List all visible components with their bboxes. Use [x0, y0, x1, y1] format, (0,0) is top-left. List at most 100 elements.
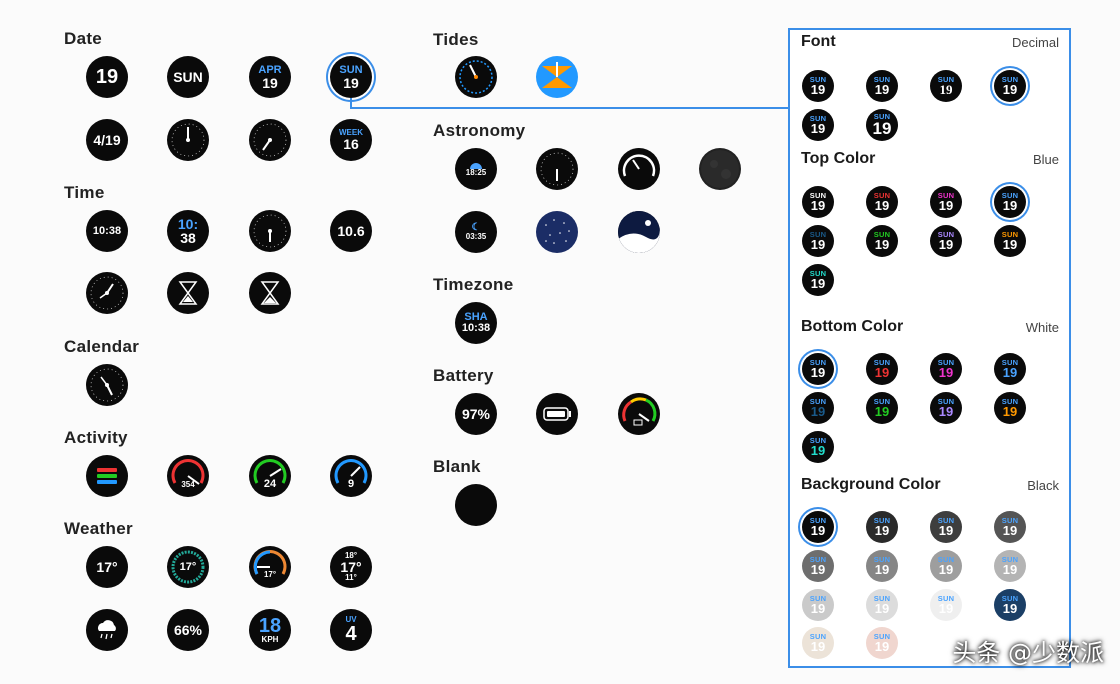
complication-astronomy-arc[interactable] [618, 148, 660, 190]
complication-date-day[interactable]: 19 [86, 56, 128, 98]
blue-gauge-icon [334, 459, 368, 484]
swatch-weekday-label: SUN [937, 357, 955, 367]
complication-battery-gauge[interactable] [618, 393, 660, 435]
minute-dial-icon [253, 214, 287, 248]
sun-arc-icon [622, 154, 656, 177]
complication-astronomy-sun-dial[interactable] [536, 148, 578, 190]
complication-weather-humidity[interactable]: 66% [167, 609, 209, 651]
complication-weather-temp-ring[interactable]: 17° [167, 546, 209, 588]
complication-activity-gauge-blue[interactable]: 9 [330, 455, 372, 497]
swatch-day-label: 19 [810, 121, 826, 137]
swatch-weekday-label: SUN [937, 515, 955, 525]
complication-time-stacked[interactable]: 10:38 [167, 210, 209, 252]
swatch-weekday-label: SUN [1001, 396, 1019, 406]
section-battery: Battery [433, 366, 494, 385]
swatch-weekday-label: SUN [809, 631, 827, 641]
complication-astronomy-sunrise[interactable]: 18:25 [455, 148, 497, 190]
complication-activity-gauge-green[interactable]: 24 [249, 455, 291, 497]
complication-battery-percent[interactable]: 97% [455, 393, 497, 435]
swatch-weekday-label: SUN [873, 357, 891, 367]
complication-tides-dial[interactable] [455, 56, 497, 98]
complication-time-decimal[interactable]: 10.6 [330, 210, 372, 252]
crescent-moon-icon: ☾ [471, 222, 481, 233]
swatch-day-label: 19 [810, 404, 826, 420]
complication-astronomy-moonrise[interactable]: ☾ 03:35 [455, 211, 497, 253]
complication-astronomy-moon[interactable] [699, 148, 741, 190]
complication-activity-bars[interactable] [86, 455, 128, 497]
complication-time-hourglass[interactable] [167, 272, 209, 314]
complication-time-minute-dial[interactable] [249, 210, 291, 252]
swatch-day-label: 19 [810, 237, 826, 253]
complication-tides-graphic[interactable] [536, 56, 578, 98]
complication-astronomy-horizon[interactable] [618, 211, 660, 253]
swatch-day-label: 19 [1002, 601, 1018, 617]
complication-astronomy-stars[interactable] [536, 211, 578, 253]
complication-date-day-dial[interactable] [249, 119, 291, 161]
complication-battery-bar[interactable] [536, 393, 578, 435]
complication-weather-high-low[interactable]: 18°17°11° [330, 546, 372, 588]
green-gauge-icon [253, 459, 287, 484]
swatch-day-label: 19 [874, 404, 890, 420]
complication-weather-temp[interactable]: 17° [86, 546, 128, 588]
complication-calendar-dial[interactable] [86, 364, 128, 406]
section-astronomy: Astronomy [433, 121, 526, 140]
complication-time-analog[interactable] [86, 272, 128, 314]
top-color-value: Blue [1032, 152, 1059, 167]
complication-blank[interactable] [455, 484, 497, 526]
complication-weather-condition[interactable] [86, 609, 128, 651]
complication-date-month-slash-day[interactable]: 4/19 [86, 119, 128, 161]
swatch-weekday-label: SUN [937, 229, 955, 239]
complication-time-hourglass-alt[interactable] [249, 272, 291, 314]
complication-date-weekday[interactable]: SUN [167, 56, 209, 98]
complication-time-digital[interactable]: 10:38 [86, 210, 128, 252]
complication-date-weekday-dial[interactable] [167, 119, 209, 161]
complication-activity-gauge-red[interactable]: 354 [167, 455, 209, 497]
complication-weather-temp-gauge[interactable]: 17° [249, 546, 291, 588]
section-calendar: Calendar [64, 337, 140, 356]
